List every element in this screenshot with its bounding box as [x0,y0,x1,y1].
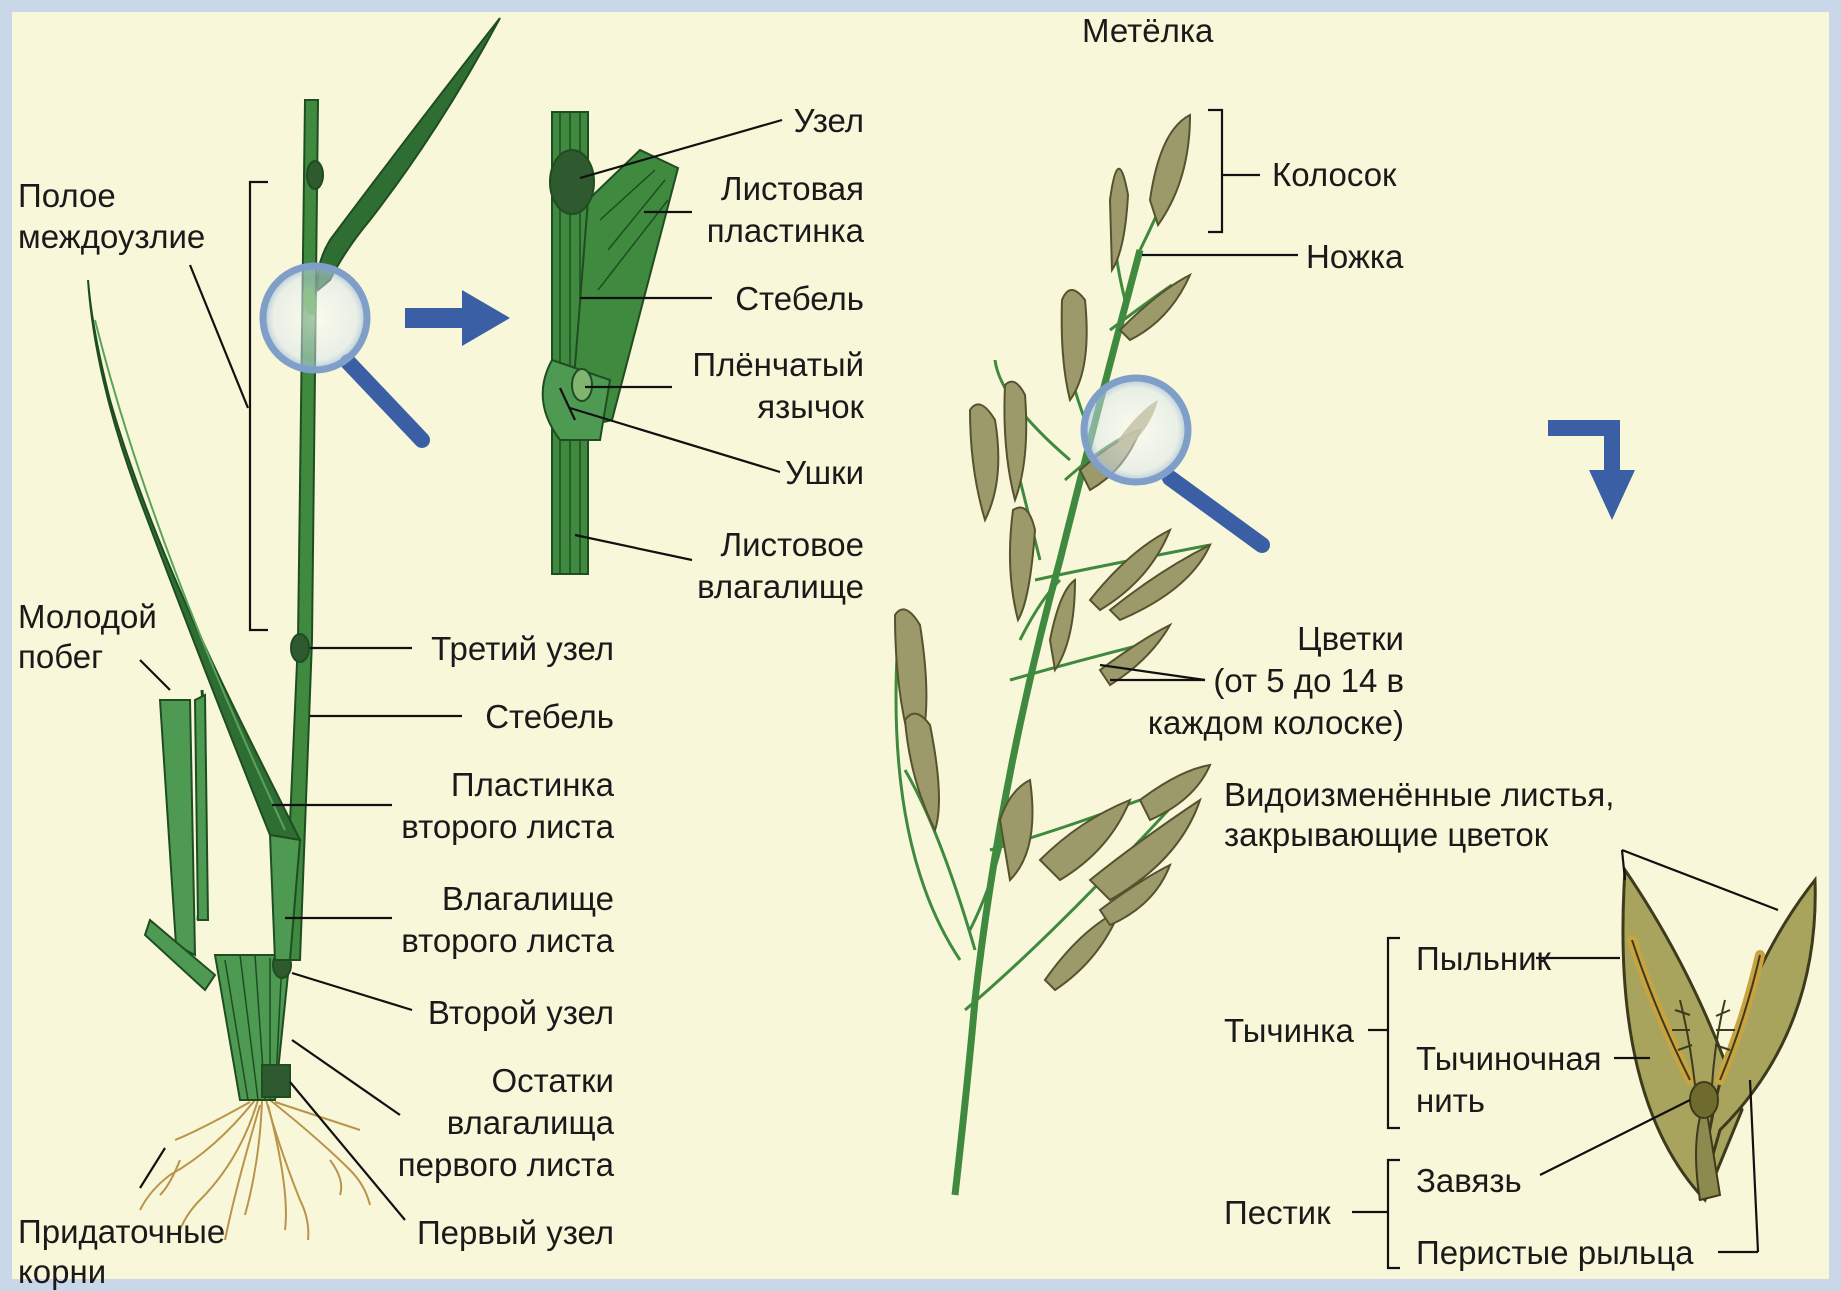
label-modified-leaves-2: закрывающие цветок [1224,816,1549,853]
label-first-sheath-remains-2: влагалища [447,1104,615,1141]
label-hollow-internode-2: междоузлие [18,218,205,255]
label-filament-1: Тычиночная [1416,1040,1602,1077]
label-auricles: Ушки [785,454,864,491]
label-young-shoot-1: Молодой [18,598,157,635]
label-leaf-blade-2: пластинка [707,212,865,249]
label-second-node: Второй узел [428,994,614,1031]
label-second-leaf-blade-2: второго листа [401,808,614,845]
label-detail-stem: Стебель [735,280,864,317]
label-ligule-1: Плёнчатый [692,346,864,383]
label-pistil: Пестик [1224,1194,1331,1231]
label-second-leaf-blade-1: Пластинка [451,766,615,803]
label-first-sheath-remains-3: первого листа [398,1146,615,1183]
label-ligule-2: язычок [757,388,864,425]
label-pedicel: Ножка [1306,238,1404,275]
label-third-node: Третий узел [431,630,614,667]
first-node-shape [262,1065,290,1097]
label-stamen: Тычинка [1224,1012,1354,1049]
label-leaf-blade-1: Листовая [721,170,864,207]
label-panicle-title: Метёлка [1082,12,1214,49]
label-leaf-sheath-1: Листовое [720,526,864,563]
label-node: Узел [794,102,864,139]
label-leaf-sheath-2: влагалище [697,568,864,605]
label-filament-2: нить [1416,1082,1485,1119]
label-florets-1: Цветки [1297,620,1404,657]
label-plant-stem: Стебель [485,698,614,735]
label-adventitious-roots-1: Придаточные [18,1213,225,1250]
label-adventitious-roots-2: корни [18,1253,106,1290]
label-first-sheath-remains-1: Остатки [491,1062,614,1099]
label-florets-2: (от 5 до 14 в [1213,662,1404,699]
label-first-node: Первый узел [417,1214,614,1251]
label-second-leaf-sheath-1: Влагалище [442,880,614,917]
label-young-shoot-2: побег [18,638,103,675]
label-anther: Пыльник [1416,940,1552,977]
label-spikelet: Колосок [1272,156,1397,193]
detail-ligule [572,369,592,401]
label-hollow-internode-1: Полое [18,177,116,214]
third-node-shape [291,634,309,662]
label-modified-leaves-1: Видоизменённые листья, [1224,776,1614,813]
label-ovary: Завязь [1416,1162,1522,1199]
label-second-leaf-sheath-2: второго листа [401,922,614,959]
ovary [1690,1082,1718,1118]
detail-node [550,150,594,214]
label-feathery-stigmas: Перистые рыльца [1416,1234,1694,1271]
label-florets-3: каждом колоске) [1148,704,1404,741]
